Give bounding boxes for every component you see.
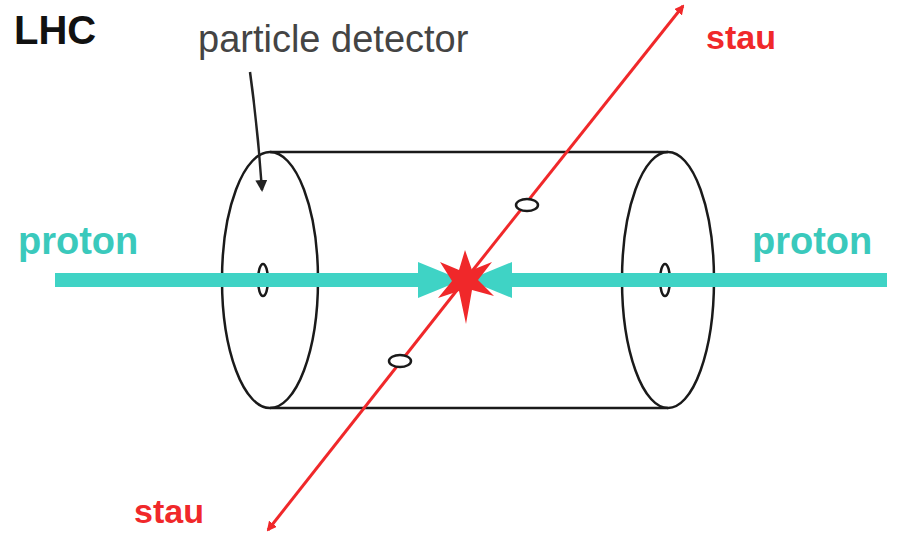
leader-arrow <box>250 72 262 190</box>
particle-label: stau <box>134 494 204 528</box>
stau-track <box>268 280 465 530</box>
diagram-title: LHC <box>14 10 96 50</box>
collision-star <box>438 250 494 324</box>
particle-label: stau <box>706 20 776 54</box>
beam-label: proton <box>752 222 872 260</box>
part-label: particle detector <box>198 20 468 58</box>
track-holes <box>389 199 538 367</box>
stau-track <box>465 6 683 280</box>
beam-label: proton <box>18 222 138 260</box>
